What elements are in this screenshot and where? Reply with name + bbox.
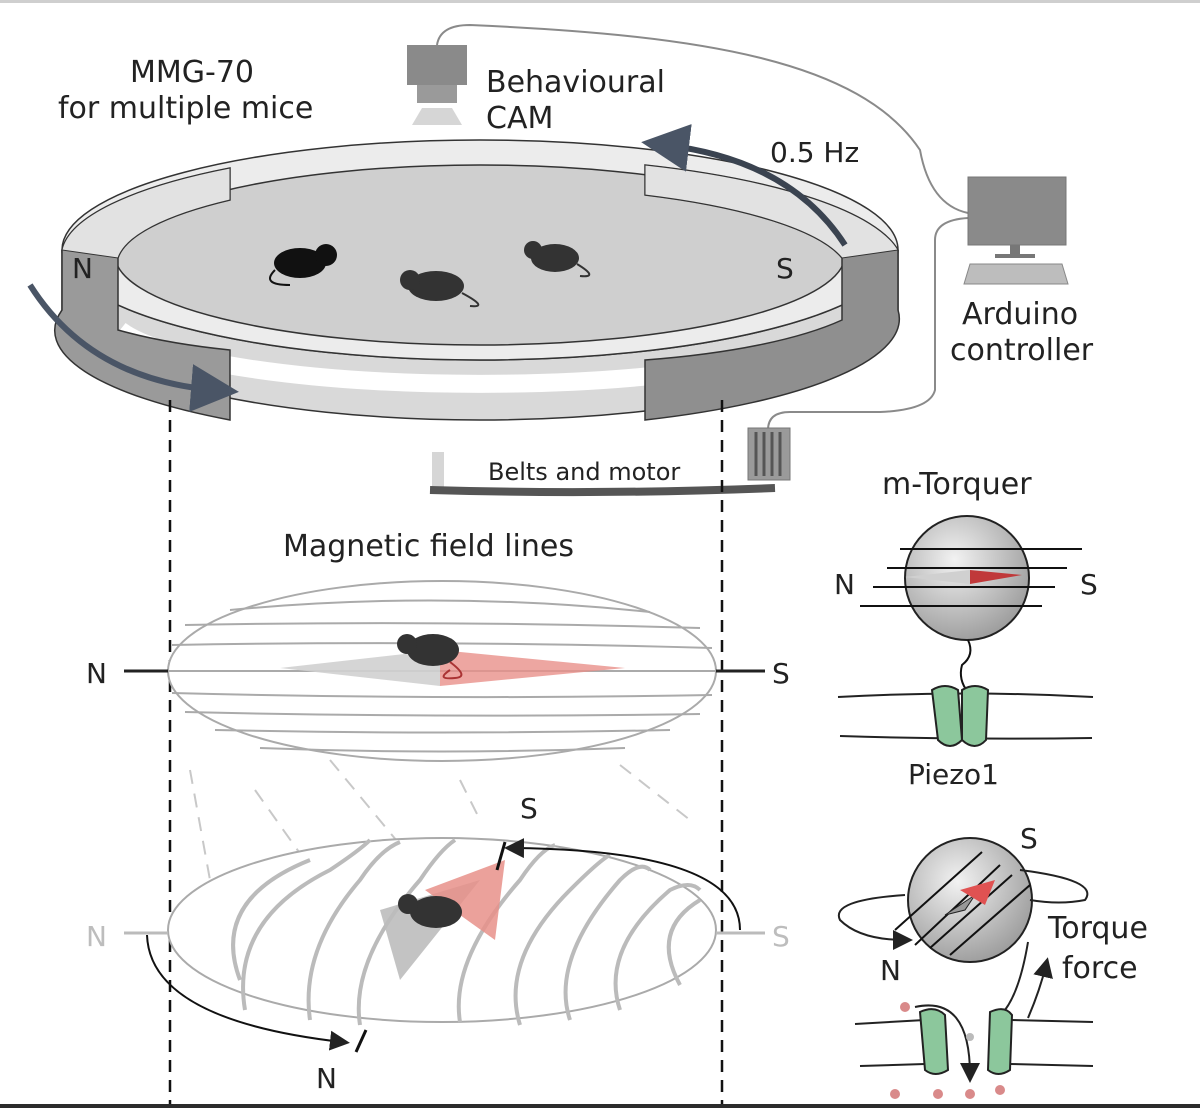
nano-compass-south <box>960 880 995 905</box>
faint-pole-north: N <box>86 920 107 953</box>
controller-label-line1: Arduino <box>962 297 1078 332</box>
piezo1-label: Piezo1 <box>908 758 999 791</box>
torquer-sphere-aligned <box>860 515 1082 693</box>
torque-force-line1: Torque <box>1047 911 1148 946</box>
camera-icon <box>407 45 467 125</box>
field-ellipse-rotated <box>167 837 717 1053</box>
rotated-pole-south: S <box>520 792 538 825</box>
field-section-title: Magnetic field lines <box>283 529 574 564</box>
piezo1-open-right <box>986 1008 1014 1075</box>
rotation-arrow-north <box>146 934 350 1051</box>
membrane-aligned <box>837 685 1094 747</box>
ring-pole-north: N <box>72 252 93 285</box>
torque-force-arrow <box>1027 957 1053 1019</box>
camera-label-line1: Behavioural <box>486 65 665 100</box>
rotated-pole-tick-north <box>354 1029 368 1053</box>
rotated-pole-tick-south <box>495 841 507 871</box>
tether <box>959 639 972 693</box>
nano-compass-north <box>944 894 976 916</box>
camera-label-line2: CAM <box>486 101 553 136</box>
computer-icon <box>963 176 1069 285</box>
belt-post <box>432 452 444 488</box>
rotation-arrow-south <box>504 838 741 931</box>
torquer-rotated-pole-south: S <box>1020 822 1038 855</box>
torquer-sphere-rotated <box>837 837 1089 1011</box>
camera-cable <box>436 23 969 214</box>
rotated-pole-north: N <box>316 1062 337 1095</box>
mouse-icon <box>524 241 591 278</box>
rotation-arrow-right <box>641 124 848 247</box>
title-line1: MMG-70 <box>130 55 254 90</box>
title-line2: for multiple mice <box>58 91 313 126</box>
mouse-icon <box>269 244 337 286</box>
compass-needle-north <box>280 650 440 686</box>
ion-flow-arrow <box>914 1004 980 1083</box>
piezo1-subunit-left <box>930 685 964 747</box>
torque-rotation-arrow <box>837 894 913 950</box>
top-border <box>0 0 1200 3</box>
piezo1-open-left <box>918 1008 950 1075</box>
motor-cable <box>767 217 969 431</box>
magnet-north-top <box>61 167 231 259</box>
field-lines-rotated <box>231 838 702 1026</box>
mouse-icon <box>398 894 462 928</box>
bottom-border <box>0 1104 1200 1108</box>
belt <box>429 484 776 497</box>
torquer-field-lines-rotated <box>894 851 1031 956</box>
controller-label-line2: controller <box>950 333 1094 368</box>
rotation-arrow-left <box>27 283 239 413</box>
field-pole-south: S <box>772 657 790 690</box>
tether-rotated <box>1004 941 1029 1011</box>
compass-needle-south <box>425 860 505 940</box>
torquer-field-lines <box>860 548 1082 607</box>
ring-pole-south: S <box>776 252 794 285</box>
motor-label: Belts and motor <box>488 458 680 486</box>
ring-apparatus: N S 0.5 Hz <box>27 124 901 421</box>
nano-compass-north <box>905 570 970 584</box>
mouse-icon <box>397 634 463 680</box>
motor-icon <box>747 427 791 481</box>
torquer-title: m-Torquer <box>882 467 1032 502</box>
ions <box>890 1002 1005 1099</box>
field-pole-north: N <box>86 657 107 690</box>
compass-needle-south <box>440 650 625 686</box>
field-ellipse-aligned <box>167 580 717 762</box>
membrane-open-channel <box>854 1002 1094 1099</box>
nano-compass-south <box>970 570 1022 584</box>
torquer-pole-south: S <box>1080 568 1098 601</box>
torquer-pole-north: N <box>834 568 855 601</box>
faint-pole-south: S <box>772 920 790 953</box>
piezo1-subunit-right <box>961 685 990 747</box>
torque-force-line2: force <box>1062 951 1138 986</box>
torquer-rotated-pole-north: N <box>880 954 901 987</box>
frequency-label: 0.5 Hz <box>770 136 859 169</box>
mouse-icon <box>400 270 480 308</box>
